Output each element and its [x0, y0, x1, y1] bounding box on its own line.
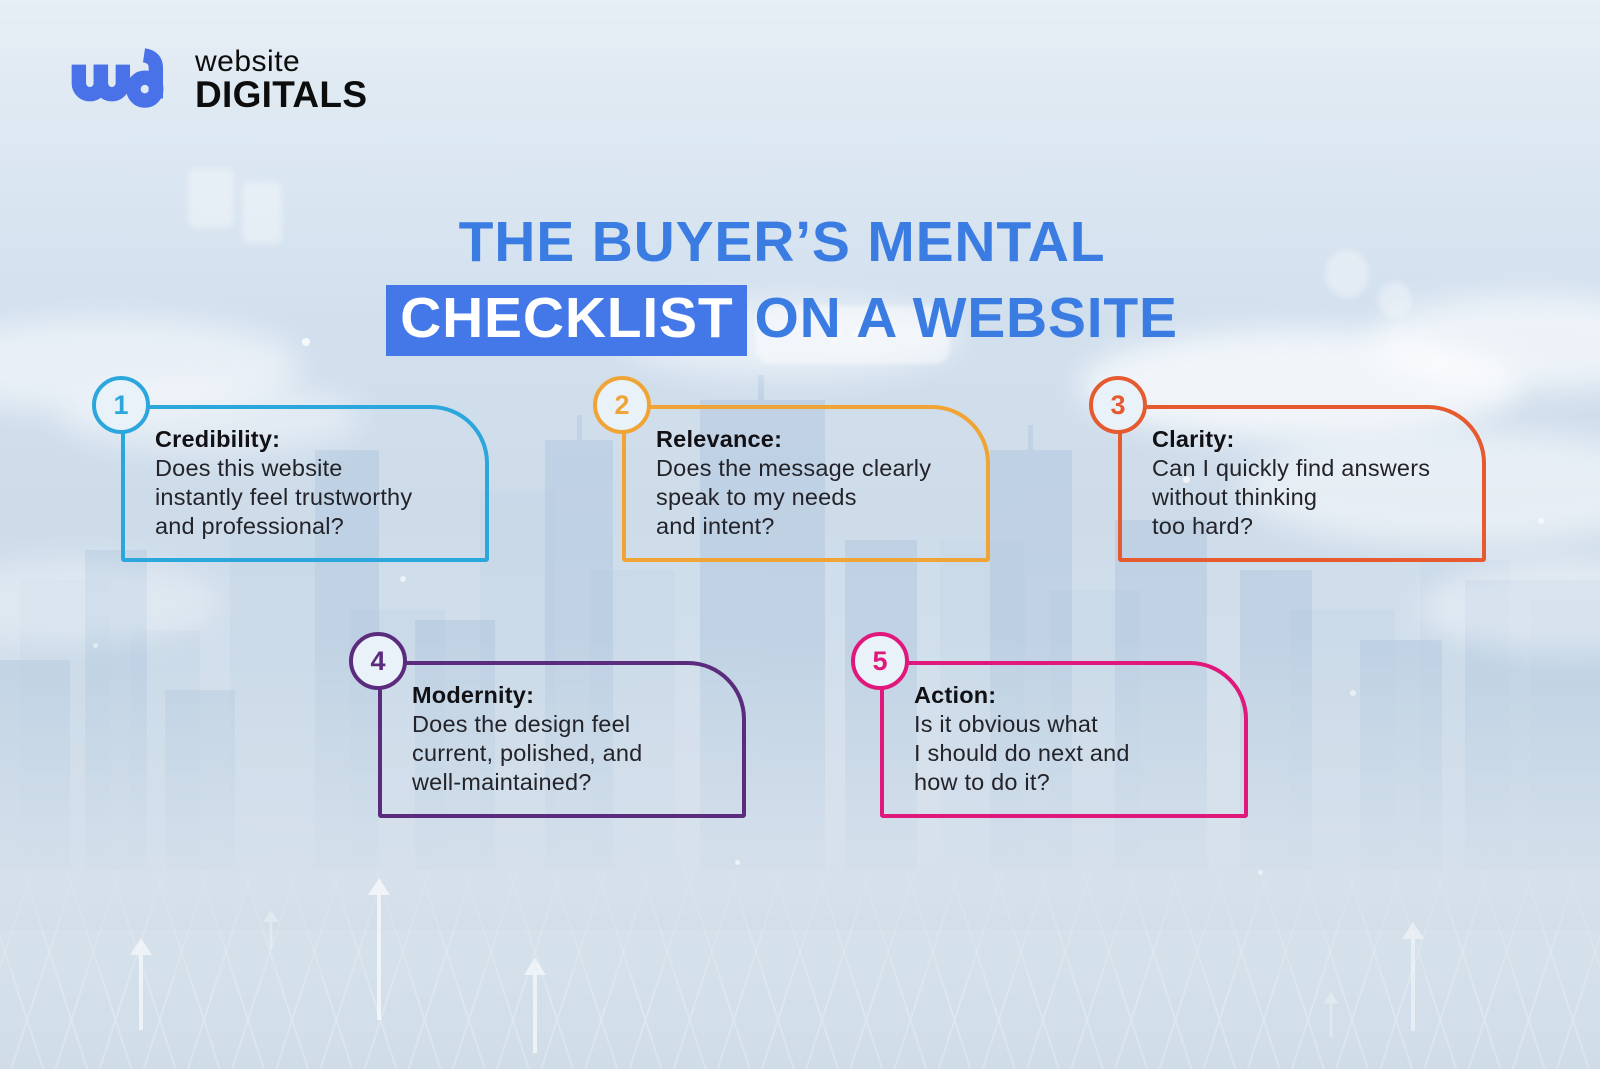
sparkle-dot: [93, 643, 98, 648]
faint-gear-decoration: [1378, 282, 1412, 318]
card-text-line: speak to my needs: [656, 484, 857, 510]
faint-gear-decoration: [1325, 250, 1369, 298]
card-text-line: too hard?: [1152, 513, 1254, 539]
card-number: 4: [370, 645, 386, 676]
cloud: [0, 560, 220, 645]
card-title: Relevance:: [656, 426, 783, 452]
up-arrow-decoration: [1322, 992, 1340, 1038]
card-text-line: without thinking: [1152, 484, 1318, 510]
card-text-line: Can I quickly find answers: [1152, 455, 1431, 481]
card-content: Credibility: Does this website instantly…: [125, 409, 485, 541]
checklist-card-modernity: 4 Modernity: Does the design feel curren…: [349, 632, 746, 818]
card-title: Clarity:: [1152, 426, 1235, 452]
cloud: [0, 318, 300, 413]
card-number-badge: 4: [349, 632, 407, 690]
skyline-fade: [0, 640, 1600, 930]
card-text-line: I should do next and: [914, 740, 1130, 766]
card-number-badge: 2: [593, 376, 651, 434]
sparkle-dot: [1538, 518, 1544, 524]
card-text-line: and intent?: [656, 513, 775, 539]
up-arrow-decoration: [262, 910, 280, 949]
card-number-badge: 1: [92, 376, 150, 434]
checklist-card-credibility: 1 Credibility: Does this website instant…: [92, 376, 489, 562]
title-line1: THE BUYER’S MENTAL: [458, 210, 1106, 275]
card-text-line: instantly feel trustworthy: [155, 484, 413, 510]
faint-cloud-plus-decoration: ++: [755, 306, 950, 364]
card-text-line: well-maintained?: [412, 769, 592, 795]
sparkle-dot: [1350, 690, 1356, 696]
card-number: 1: [113, 389, 129, 420]
sparkle-dot: [1183, 476, 1190, 483]
card-title: Credibility:: [155, 426, 281, 452]
sparkle-dot: [302, 338, 310, 346]
up-arrow-decoration: [366, 878, 392, 1020]
card-text-line: current, polished, and: [412, 740, 643, 766]
up-arrow-decoration: [1400, 922, 1426, 1031]
logo-word-digitals: DIGITALS: [195, 74, 368, 115]
up-arrow-decoration: [522, 958, 548, 1053]
sparkle-dot: [400, 576, 406, 582]
cloud: [1240, 430, 1600, 545]
card-content: Action: Is it obvious what I should do n…: [884, 665, 1244, 797]
card-text-line: how to do it?: [914, 769, 1050, 795]
card-content: Clarity: Can I quickly find answers with…: [1122, 409, 1482, 541]
card-title: Action:: [914, 682, 997, 708]
up-arrow-decoration: [128, 938, 154, 1030]
perspective-grid-floor: [0, 834, 1600, 1069]
card-number: 5: [872, 645, 888, 676]
card-number: 2: [614, 389, 630, 420]
wd-logo-icon: [71, 48, 164, 108]
faint-icon-decoration: [242, 182, 282, 244]
checklist-card-action: 5 Action: Is it obvious what I should do…: [851, 632, 1248, 818]
title-highlight-checklist: CHECKLIST: [386, 285, 748, 357]
sparkle-dot: [1258, 870, 1263, 875]
card-text-line: Does the design feel: [412, 711, 631, 737]
card-text-line: Does this website: [155, 455, 343, 481]
card-text-line: Is it obvious what: [914, 711, 1098, 737]
sparkle-dot: [735, 860, 740, 865]
card-text-line: Does the message clearly: [656, 455, 932, 481]
card-text-line: and professional?: [155, 513, 344, 539]
card-content: Modernity: Does the design feel current,…: [382, 665, 742, 797]
logo-word-website: website: [195, 45, 301, 78]
logo: website DIGITALS: [58, 45, 368, 115]
card-number-badge: 5: [851, 632, 909, 690]
card-content: Relevance: Does the message clearly spea…: [626, 409, 986, 541]
checklist-card-relevance: 2 Relevance: Does the message clearly sp…: [593, 376, 990, 562]
card-number: 3: [1110, 389, 1126, 420]
card-number-badge: 3: [1089, 376, 1147, 434]
checklist-card-clarity: 3 Clarity: Can I quickly find answers wi…: [1089, 376, 1486, 562]
faint-icon-decoration: [188, 168, 234, 228]
logo-wordmark: website DIGITALS: [195, 45, 368, 115]
title-line2-rest: ON A WEBSITE: [754, 286, 1178, 351]
card-title: Modernity:: [412, 682, 535, 708]
